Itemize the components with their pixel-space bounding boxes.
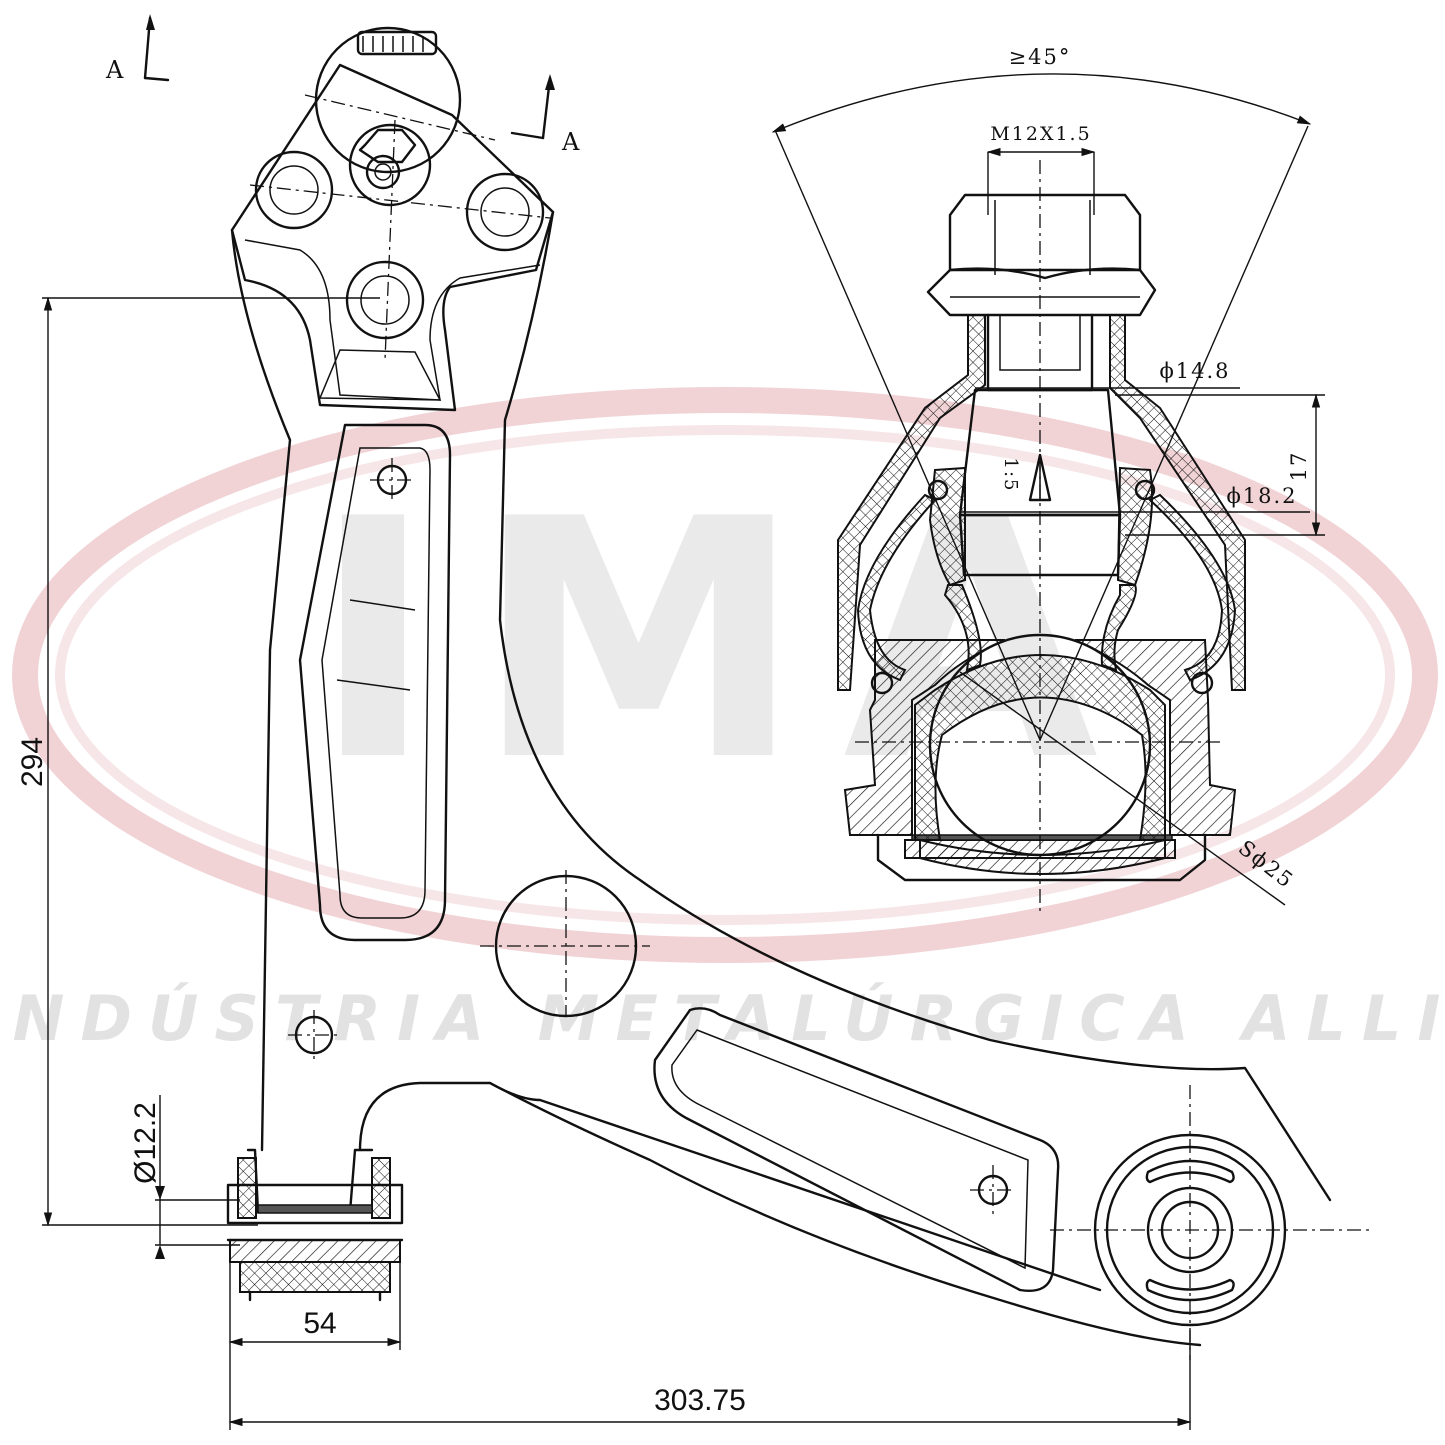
lower-diameter-label: ϕ18.2 <box>1226 484 1297 508</box>
dimension-height: 294 <box>16 737 49 787</box>
ball-joint-section: ≥45° M12X1.5 1:5 <box>771 45 1325 915</box>
upper-diameter-label: ϕ14.8 <box>1159 359 1230 383</box>
control-arm <box>226 26 1370 1360</box>
section-marks: A A <box>105 14 581 156</box>
section-mark-right: A <box>561 128 581 156</box>
cone-angle-label: ≥45° <box>1009 45 1072 69</box>
dimension-bushing-width: 54 <box>303 1307 336 1340</box>
thread-label: M12X1.5 <box>990 123 1091 145</box>
dimension-overall-length: 303.75 <box>654 1384 746 1417</box>
dimension-bushing-bore: Ø12.2 <box>129 1102 162 1184</box>
main-dimensions: 294 Ø12.2 54 303.75 <box>16 296 1192 1430</box>
watermark-ring <box>12 387 1438 963</box>
taper-ratio-label: 1:5 <box>1000 458 1021 493</box>
section-mark-left: A <box>105 56 125 84</box>
taper-length-label: 17 <box>1287 451 1311 482</box>
watermark-company-name: INDÚSTRIA METALÚRGICA ALLI <box>0 982 1445 1055</box>
watermark-logo: IMA <box>312 449 1139 833</box>
